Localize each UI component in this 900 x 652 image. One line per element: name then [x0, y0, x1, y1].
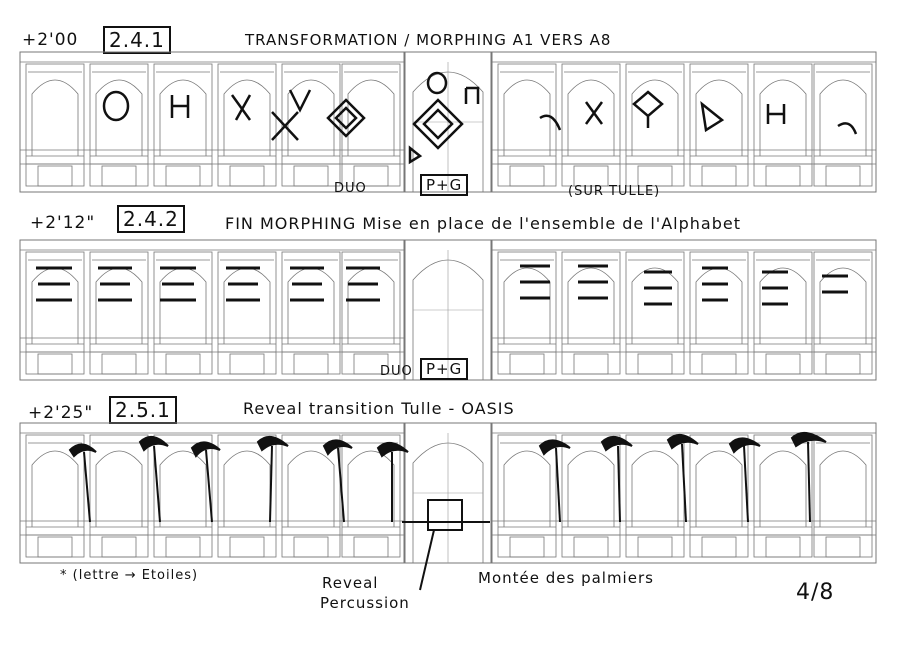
- facade-row2-right: [492, 240, 876, 380]
- scene-2-title: FIN MORPHING Mise en place de l'ensemble…: [225, 214, 741, 233]
- scene-2-note-pg: P+G: [420, 358, 469, 380]
- page-number: 4/8: [796, 580, 835, 605]
- scene-1-cue: 2.4.1: [103, 26, 171, 54]
- facade-row1-left: [20, 52, 404, 192]
- scene-1-title: TRANSFORMATION / MORPHING A1 VERS A8: [245, 31, 612, 49]
- alphabet-bars: [36, 264, 848, 306]
- facade-row3-center: [404, 422, 492, 564]
- scene-3-note-palms: Montée des palmiers: [478, 569, 654, 587]
- facade-row2-left: [20, 240, 404, 380]
- scene-2-note-duo: DUO: [380, 364, 413, 379]
- facade-row1-center: [404, 51, 492, 193]
- scene-2-cue: 2.4.2: [117, 205, 185, 233]
- scene-3-title: Reveal transition Tulle - OASIS: [243, 399, 515, 418]
- scene-1-note-duo: DUO: [334, 181, 367, 196]
- scene-1-time: +2'00: [22, 30, 79, 50]
- scene-1-note-tulle: (SUR TULLE): [568, 184, 661, 199]
- palm-trees: [68, 431, 827, 523]
- reveal-marker: [402, 499, 490, 591]
- scene-3-note-stars: * (lettre → Etoiles): [60, 568, 199, 583]
- scene-2-time: +2'12": [30, 213, 96, 233]
- morphing-glyphs: [102, 71, 858, 165]
- scene-3-note-percussion: Percussion: [320, 594, 410, 612]
- facade-row1-right: [492, 52, 876, 192]
- scene-1-note-pg: P+G: [420, 174, 469, 196]
- scene-3-note-reveal: Reveal: [322, 574, 379, 592]
- scene-3-time: +2'25": [28, 403, 94, 423]
